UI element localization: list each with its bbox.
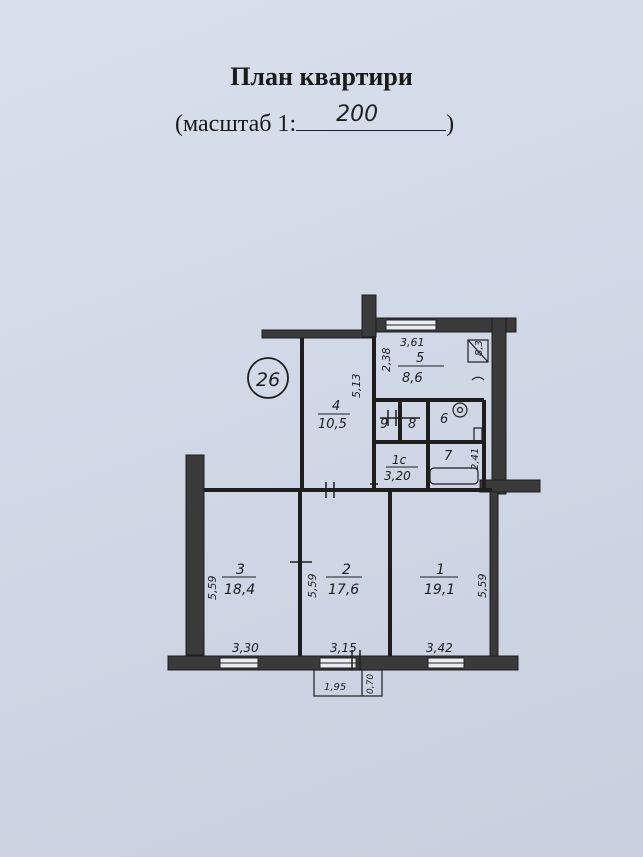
room-8-number: 8 xyxy=(408,417,416,432)
dim-room2-width: 3,15 xyxy=(330,641,357,655)
bottom-windows xyxy=(219,657,465,669)
scale-blank: 200 xyxy=(296,102,447,131)
room-3-area: 18,4 xyxy=(224,582,255,598)
room-1-area: 19,1 xyxy=(424,582,455,598)
dim-kitchen-width: 3,61 xyxy=(400,336,425,349)
fixtures xyxy=(429,339,489,485)
plan-title: План квартири xyxy=(230,62,413,91)
scale-prefix: (масштаб 1: xyxy=(175,111,297,137)
room-1c-area: 3,20 xyxy=(384,469,411,483)
apartment-number: 26 xyxy=(256,369,280,391)
room-7-number: 7 xyxy=(444,449,453,464)
dim-kitchen-side: 8,3 xyxy=(474,340,485,356)
dim-balcony-width: 1,95 xyxy=(324,682,346,693)
room-3-number: 3 xyxy=(236,562,245,578)
scale-line: (масштаб 1: 200) xyxy=(175,102,455,138)
dim-bath-depth: 2,41 xyxy=(470,448,481,470)
room-5-number: 5 xyxy=(416,351,424,366)
room-6-number: 6 xyxy=(440,412,448,427)
room-2-area: 17,6 xyxy=(328,582,359,598)
room-2-number: 2 xyxy=(342,562,351,578)
scale-suffix: ) xyxy=(446,111,455,137)
dim-room4-depth: 5,13 xyxy=(350,374,363,399)
room-1-number: 1 xyxy=(436,562,445,578)
room-4-number: 4 xyxy=(332,399,340,414)
room-9-number: 9 xyxy=(380,417,388,432)
apartment-number-circle xyxy=(247,357,289,399)
dim-room3-width: 3,30 xyxy=(232,641,259,655)
dim-room3-depth: 5,59 xyxy=(206,576,219,601)
kitchen-window xyxy=(385,319,437,331)
dim-balcony-depth: 0,70 xyxy=(366,674,376,694)
dim-kitchen-depth: 2,38 xyxy=(380,348,393,373)
door-marks xyxy=(290,410,420,670)
room-5-area: 8,6 xyxy=(402,371,423,386)
interior-walls xyxy=(204,336,492,656)
room-4-area: 10,5 xyxy=(318,417,347,432)
scale-value: 200 xyxy=(336,102,379,127)
dim-room2-depth: 5,59 xyxy=(306,574,319,599)
dim-room1-depth: 5,59 xyxy=(476,574,489,599)
dim-room1-width: 3,42 xyxy=(426,641,453,655)
room-1c-number: 1с xyxy=(392,453,407,467)
balcony xyxy=(313,669,383,697)
